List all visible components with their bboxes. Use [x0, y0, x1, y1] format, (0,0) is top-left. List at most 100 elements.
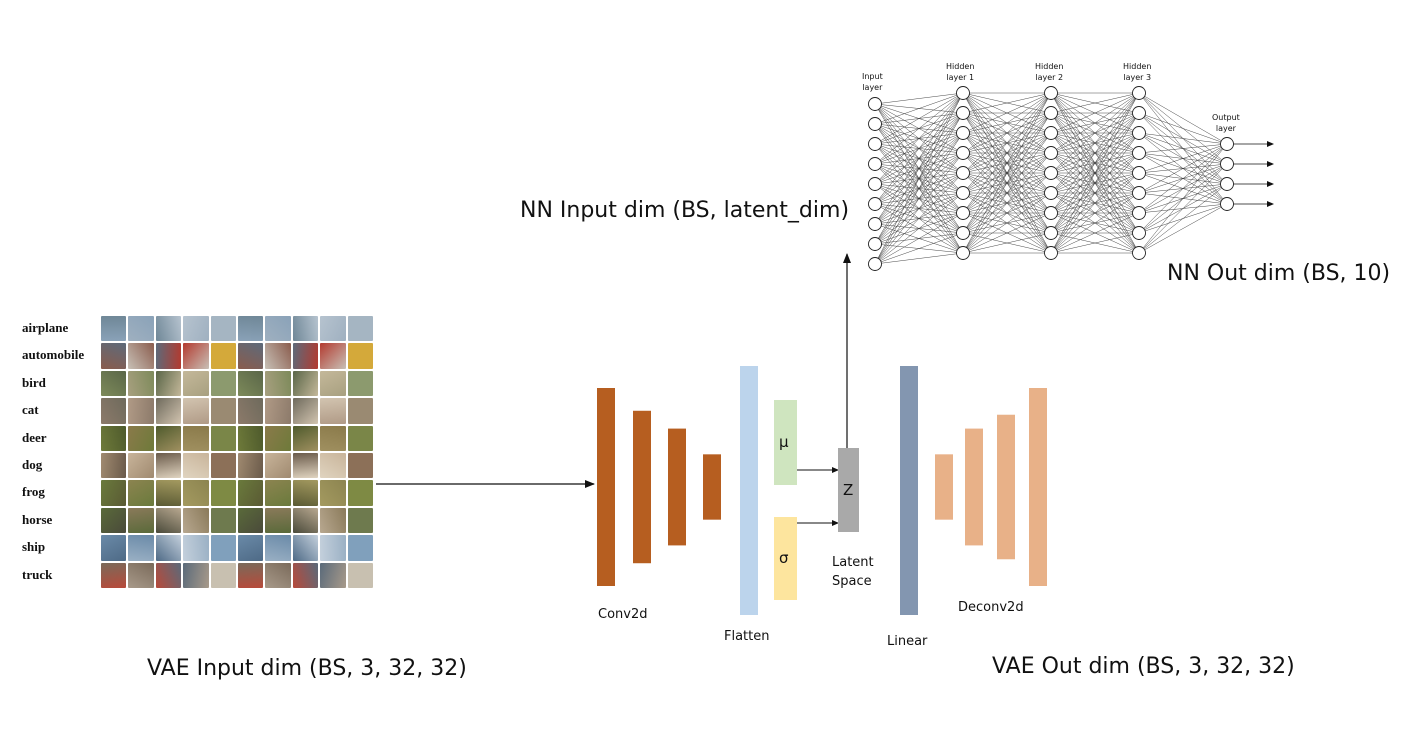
nn-neuron-layer-2: [1044, 166, 1058, 180]
nn-connection: [874, 232, 964, 265]
nn-connection: [874, 92, 964, 165]
nn-connection: [874, 152, 964, 265]
flatten-label: Flatten: [724, 629, 770, 644]
nn-neuron-layer-3: [1132, 206, 1146, 220]
nn-neuron-layer-0: [868, 237, 882, 251]
nn-connection: [1138, 143, 1228, 214]
class-label-airplane: airplane: [22, 320, 69, 335]
thumbnail-automobile: [101, 343, 127, 369]
nn-connection: [1050, 92, 1140, 154]
nn-neuron-layer-2: [1044, 106, 1058, 120]
nn-connection: [874, 92, 964, 145]
nn-connection: [962, 92, 1052, 194]
thumbnail-bird: [292, 370, 319, 397]
nn-connection: [962, 172, 1052, 254]
nn-connection: [1050, 152, 1140, 254]
nn-neuron-layer-3: [1132, 166, 1146, 180]
thumbnail-bird: [183, 370, 209, 397]
thumbnail-truck: [183, 562, 209, 588]
nn-connection: [1138, 143, 1228, 174]
nn-neuron-layer-4: [1220, 137, 1234, 151]
thumbnail-frog: [347, 480, 373, 506]
nn-connection: [1050, 92, 1140, 254]
nn-connection: [1138, 143, 1228, 194]
nn-neuron-layer-1: [956, 106, 970, 120]
nn-connection: [874, 212, 964, 265]
nn-connection: [962, 152, 1052, 254]
nn-connection: [1050, 92, 1140, 234]
thumbnail-automobile: [183, 343, 209, 369]
thumbnail-airplane: [155, 316, 182, 342]
vae-output-caption: VAE Out dim (BS, 3, 32, 32): [992, 654, 1295, 679]
thumbnail-dog: [128, 452, 154, 479]
nn-connection: [874, 92, 964, 105]
nn-connection: [962, 92, 1052, 134]
classifier-neural-network: [868, 86, 1274, 271]
decoder-layer-4: [1029, 388, 1047, 586]
decoder-deconv2d-layers: [935, 388, 1047, 586]
nn-neuron-layer-0: [868, 217, 882, 231]
latent-label: Latent: [832, 555, 874, 570]
nn-neuron-layer-1: [956, 186, 970, 200]
thumbnail-ship: [155, 535, 182, 561]
thumbnail-dog: [265, 452, 291, 479]
nn-connection: [874, 112, 964, 265]
nn-connection: [1050, 132, 1140, 254]
deconv2d-label: Deconv2d: [958, 600, 1024, 615]
encoder-layer-4: [703, 454, 721, 520]
nn-connection: [1050, 212, 1140, 254]
nn-connection: [962, 232, 1052, 254]
thumbnail-automobile: [237, 343, 264, 369]
class-label-truck: truck: [22, 566, 53, 582]
thumbnail-dog: [292, 452, 319, 479]
thumbnail-deer: [265, 425, 291, 451]
thumbnail-bird: [210, 370, 236, 397]
thumbnail-truck: [101, 562, 127, 588]
nn-connection: [1138, 163, 1228, 254]
thumbnail-ship: [347, 535, 373, 561]
thumbnail-dog: [347, 452, 373, 479]
vae-input-caption: VAE Input dim (BS, 3, 32, 32): [147, 656, 467, 681]
nn-connection: [874, 132, 964, 265]
thumbnail-horse: [101, 507, 127, 534]
nn-neuron-layer-0: [868, 197, 882, 211]
thumbnail-ship: [237, 535, 264, 561]
thumbnail-airplane: [101, 316, 127, 342]
nn-neuron-layer-4: [1220, 177, 1234, 191]
nn-connection: [962, 92, 1052, 114]
nn-output-caption: NN Out dim (BS, 10): [1167, 261, 1391, 286]
nn-neuron-layer-2: [1044, 146, 1058, 160]
thumbnail-cat: [210, 398, 236, 424]
thumbnail-dog: [320, 452, 346, 479]
thumbnail-horse: [155, 507, 182, 534]
nn-input-caption: NN Input dim (BS, latent_dim): [520, 198, 850, 223]
nn-connection: [962, 92, 1052, 234]
nn-neuron-layer-0: [868, 177, 882, 191]
thumbnail-frog: [292, 480, 319, 506]
nn-connection: [1138, 92, 1228, 145]
nn-connection: [874, 92, 964, 205]
nn-connection: [1138, 112, 1228, 145]
thumbnail-ship: [265, 535, 291, 561]
decoder-layer-3: [997, 414, 1015, 560]
thumbnail-dog: [101, 452, 127, 479]
nn-neuron-layer-0: [868, 97, 882, 111]
nn-neuron-layer-1: [956, 246, 970, 260]
thumbnail-horse: [183, 507, 209, 534]
class-label-deer: deer: [22, 429, 47, 445]
z-symbol: Z: [843, 481, 854, 499]
nn-connection: [874, 92, 964, 245]
thumbnail-horse: [210, 507, 236, 534]
thumbnail-automobile: [155, 343, 182, 369]
sigma-box: [774, 517, 797, 600]
nn-connection: [874, 172, 964, 265]
nn-connection: [962, 92, 1052, 174]
nn-neuron-layer-1: [956, 226, 970, 240]
nn-neuron-layer-3: [1132, 146, 1146, 160]
linear-layer: [900, 366, 918, 615]
nn-neuron-layer-0: [868, 117, 882, 131]
thumbnail-deer: [210, 425, 236, 451]
thumbnail-deer: [183, 425, 209, 451]
nn-connection: [1050, 92, 1140, 174]
